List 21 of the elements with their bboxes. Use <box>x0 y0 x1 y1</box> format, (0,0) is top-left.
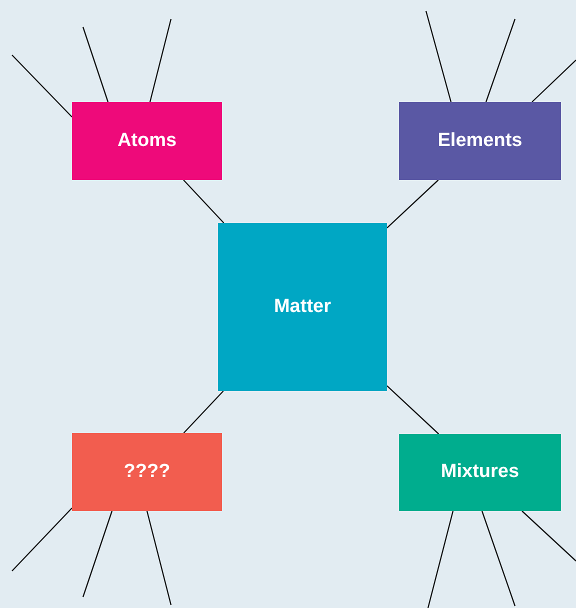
topic-box: ???? <box>72 433 222 511</box>
connector-line <box>522 510 576 562</box>
connector-line <box>12 54 72 118</box>
topic-box: Atoms <box>72 102 222 180</box>
connector-line <box>149 18 172 102</box>
connector-line <box>12 508 72 572</box>
connector-line <box>532 60 576 102</box>
connector-line <box>82 510 113 598</box>
connector-line <box>485 18 516 102</box>
topic-box: Matter <box>218 223 387 391</box>
connector-line <box>386 180 439 228</box>
connector-line <box>82 26 109 102</box>
topic-box: Elements <box>399 102 561 180</box>
connector-line <box>427 510 454 608</box>
connector-line <box>183 390 224 434</box>
connector-line <box>481 510 516 606</box>
connector-line <box>425 10 452 102</box>
topic-box: Mixtures <box>399 434 561 511</box>
connector-line <box>183 180 224 224</box>
connector-line <box>146 510 172 606</box>
connector-line <box>386 385 440 434</box>
